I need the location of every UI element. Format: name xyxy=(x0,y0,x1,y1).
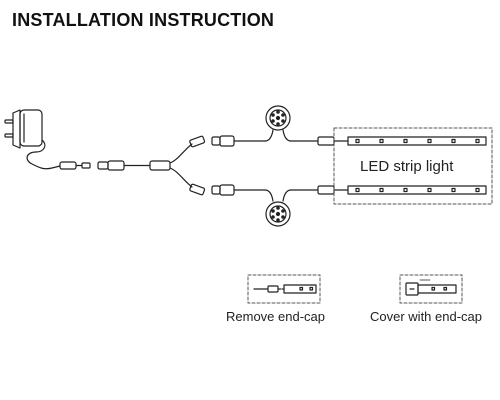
remove-endcap-caption: Remove end-cap xyxy=(226,309,325,324)
upper-branch xyxy=(211,129,349,147)
page-title: INSTALLATION INSTRUCTION xyxy=(12,10,275,30)
remove-endcap-box xyxy=(247,274,321,304)
upper-led-strip xyxy=(347,136,487,146)
strip-region-box xyxy=(333,127,493,205)
upper-controller xyxy=(265,105,291,131)
cover-endcap-caption: Cover with end-cap xyxy=(370,309,482,324)
splitter-cable xyxy=(97,135,206,196)
lower-led-strip xyxy=(347,185,487,195)
cover-endcap-illustration xyxy=(405,279,457,296)
power-adapter xyxy=(4,109,91,170)
strip-label: LED strip light xyxy=(360,158,454,175)
lower-branch xyxy=(211,184,349,202)
lower-controller xyxy=(265,201,291,227)
remove-endcap-illustration xyxy=(253,284,317,294)
cover-endcap-box xyxy=(399,274,463,304)
